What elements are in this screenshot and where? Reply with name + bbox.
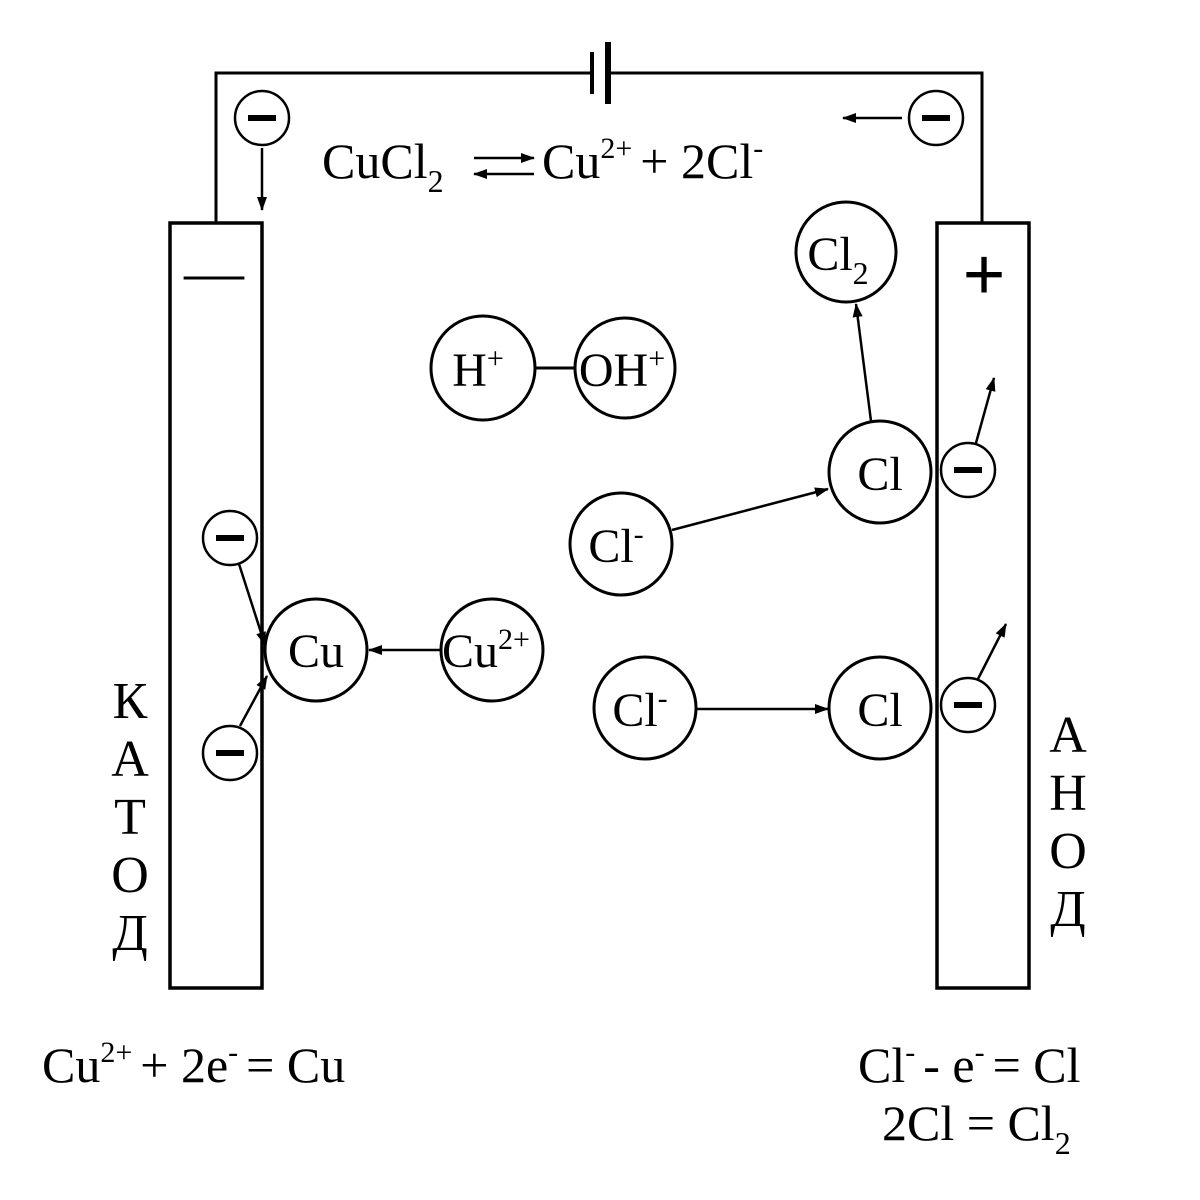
electron-to-cu-arrow [237, 563, 267, 646]
electron [201, 509, 259, 567]
svg-text:Cu2+: Cu2+ [442, 623, 530, 678]
cathode-label: К А Т О Д [111, 673, 149, 962]
anode-label-letter: Д [1050, 881, 1085, 938]
dissociation-products: Cu2++ 2Cl- [542, 132, 763, 189]
circuit-wire [214, 71, 984, 222]
electron [939, 676, 997, 734]
copper-ion: Cu2+ [439, 597, 545, 703]
svg-text:Cl-: Cl- [612, 682, 667, 737]
cl2-formation-arrow [852, 303, 873, 422]
cathode-label-letter: Д [112, 905, 147, 962]
chloride-ion: Cl- [592, 655, 698, 761]
svg-text:Cl2: Cl2 [807, 228, 868, 291]
cl-ion-migration-arrow [671, 487, 829, 532]
svg-text:H+: H+ [452, 342, 504, 397]
cathode-label-letter: О [111, 847, 149, 904]
svg-text:OH+: OH+ [579, 342, 665, 397]
electron [907, 89, 965, 147]
equilibrium-arrow-icon [473, 153, 535, 179]
anode-reaction-1: Cl-- e-= Cl [858, 1036, 1081, 1093]
chloride-ion: Cl- [568, 491, 674, 597]
cathode-label-letter: Т [114, 789, 146, 846]
electron-release-arrow [974, 377, 996, 444]
anode-reaction-2: 2Cl = Cl2 [882, 1095, 1071, 1161]
cathode-reaction: Cu2++ 2e-= Cu [42, 1036, 345, 1093]
dissociation-equation: CuCl2 Cu2++ 2Cl- [322, 132, 763, 199]
anode-label-letter: Н [1049, 765, 1087, 822]
dissociation-formula: CuCl2 [322, 133, 444, 199]
electron [201, 724, 259, 782]
cathode-label-letter: А [111, 731, 149, 788]
electron [939, 441, 997, 499]
anode-electrode [935, 221, 1031, 990]
chlorine-atom: Cl [827, 419, 933, 525]
electron-to-cu-arrow [238, 675, 269, 727]
hydroxide-ion: OH+ [573, 316, 677, 420]
anode-label-letter: О [1049, 823, 1087, 880]
cathode-sign: — [183, 239, 245, 305]
electron-release-arrow [976, 623, 1008, 680]
svg-text:Cu: Cu [288, 625, 344, 678]
svg-text:Cl-: Cl- [588, 518, 643, 573]
chlorine-molecule: Cl2 [794, 200, 898, 304]
cathode-label-letter: К [113, 673, 148, 730]
svg-text:Cl: Cl [857, 684, 902, 737]
electron [233, 89, 291, 147]
h-plus-ion: H+ [429, 314, 537, 422]
svg-text:Cl: Cl [857, 448, 902, 501]
cathode-electrode [168, 221, 264, 990]
chlorine-atom: Cl [827, 655, 933, 761]
copper-atom: Cu [263, 597, 369, 703]
anode-label-letter: А [1049, 707, 1087, 764]
anode-sign: + [962, 233, 1005, 317]
anode-label: А Н О Д [1049, 707, 1087, 938]
